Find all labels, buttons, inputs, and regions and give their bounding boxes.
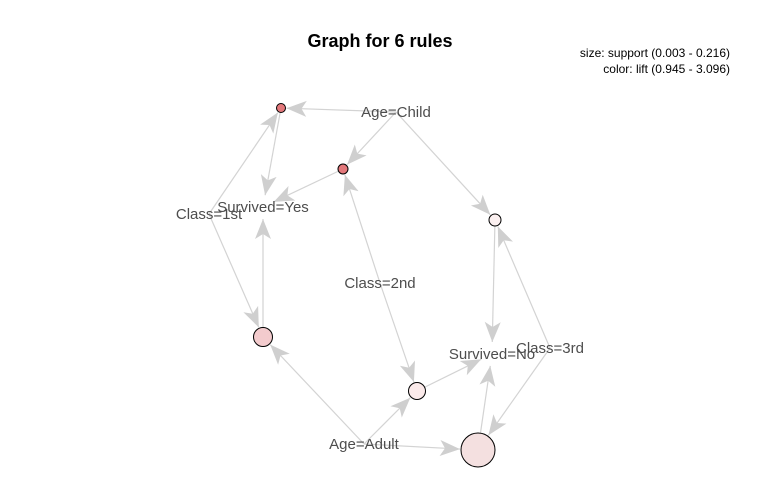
- edge-age_adult-to-r6: [363, 440, 461, 456]
- rule-node-r4: [253, 327, 273, 347]
- edge-class_2nd-to-r2: [343, 174, 381, 284]
- edge-age_child-to-r3: [395, 111, 491, 216]
- graph-title: Graph for 6 rules: [307, 31, 452, 51]
- edge-class_1st-to-r4: [208, 213, 260, 328]
- rule-node-r6: [460, 432, 496, 468]
- edge-age_child-to-r1: [286, 100, 397, 117]
- edges-layer: [208, 100, 551, 456]
- rule-nodes-layer: [253, 103, 502, 468]
- item-label-class-2nd: Class=2nd: [344, 275, 415, 292]
- edge-r4-to-survived_yes: [255, 219, 271, 337]
- item-label-age-child: Age=Child: [361, 104, 431, 121]
- edge-age_adult-to-r5: [363, 397, 411, 445]
- edge-class_3rd-to-r3: [497, 226, 551, 349]
- item-label-class-3rd: Class=3rd: [516, 340, 584, 357]
- edge-age_child-to-r2: [346, 111, 397, 166]
- item-label-age-adult: Age=Adult: [329, 436, 399, 453]
- edge-class_1st-to-r1: [208, 112, 279, 215]
- edge-r2-to-survived_yes: [273, 168, 344, 203]
- item-label-survived-yes: Survived=Yes: [217, 199, 309, 216]
- edge-r3-to-survived_no: [484, 219, 501, 343]
- rule-node-r1: [276, 103, 286, 113]
- rule-node-r5: [408, 382, 426, 400]
- rule-node-r3: [488, 213, 502, 227]
- edge-r5-to-survived_no: [416, 358, 482, 392]
- edge-class_2nd-to-r5: [379, 282, 415, 383]
- legend-color: color: lift (0.945 - 3.096): [603, 62, 730, 76]
- item-label-survived-no: Survived=No: [449, 346, 535, 363]
- edge-age_adult-to-r4: [269, 344, 365, 445]
- item-label-class-1st: Class=1st: [176, 206, 243, 223]
- edge-r1-to-survived_yes: [260, 107, 282, 196]
- item-labels-layer: Age=ChildSurvived=YesClass=1stClass=2ndS…: [176, 104, 584, 453]
- rule-node-r2: [337, 163, 349, 175]
- legend-size: size: support (0.003 - 0.216): [580, 46, 730, 60]
- edge-class_3rd-to-r6: [487, 347, 551, 436]
